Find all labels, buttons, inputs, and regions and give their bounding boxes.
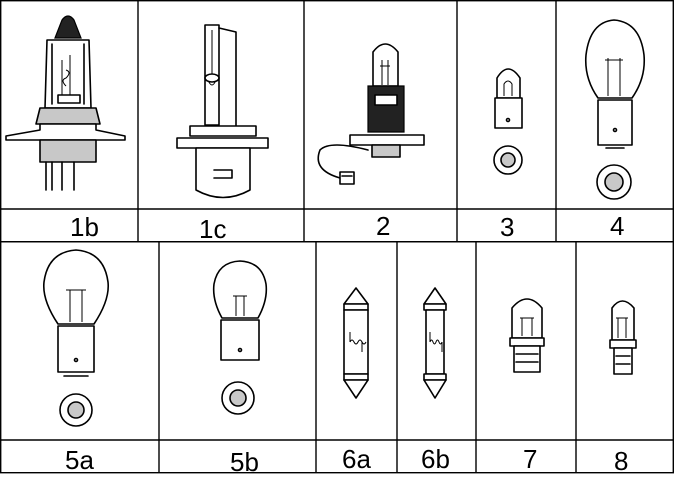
bulb-label-5b: 5b <box>230 447 259 477</box>
h3-halogen-bulb-icon <box>317 43 425 185</box>
table-grid <box>0 0 674 474</box>
bulb-label-5a: 5a <box>65 445 94 475</box>
bulb-label-1b: 1b <box>70 212 99 242</box>
bulb-label-7: 7 <box>523 444 538 474</box>
festoon-bulb-icon <box>343 287 369 399</box>
narrow-festoon-bulb-icon <box>423 287 447 399</box>
bulb-label-4: 4 <box>610 211 625 241</box>
bulb-label-8: 8 <box>614 446 629 476</box>
single-filament-ball-bulb-icon <box>584 19 646 200</box>
bulb-label-6b: 6b <box>421 444 450 474</box>
bulb-label-6a: 6a <box>342 444 371 474</box>
bulb-label-3: 3 <box>500 212 515 242</box>
narrow-wedge-base-bulb-icon <box>609 300 637 375</box>
h7-halogen-bulb-icon <box>5 15 126 191</box>
bulb-label-1c: 1c <box>199 214 227 244</box>
small-bayonet-bulb-icon <box>493 68 523 175</box>
bulb-label-2: 2 <box>376 211 391 241</box>
ball-bulb-bayonet-icon <box>42 249 110 427</box>
small-ball-bulb-bayonet-icon <box>212 260 268 415</box>
wedge-base-bulb-icon <box>509 298 545 373</box>
xenon-d-bulb-icon <box>176 24 269 199</box>
